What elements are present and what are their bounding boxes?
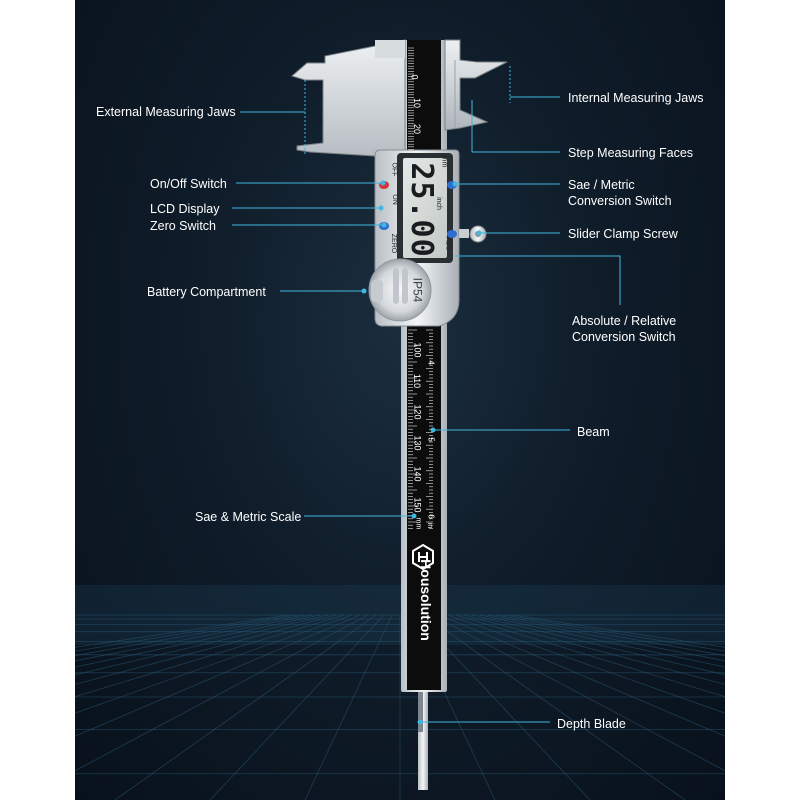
label-clamp-screw: Slider Clamp Screw [568, 227, 678, 241]
perspective-grid [75, 585, 725, 800]
label-battery: Battery Compartment [147, 285, 266, 299]
depth-blade [418, 690, 428, 790]
scale-ticks [408, 47, 433, 529]
label-abs-rel-line2: Conversion Switch [572, 330, 676, 344]
slider-body [368, 149, 487, 327]
label-sae-metric-line2: Conversion Switch [568, 194, 672, 208]
label-lcd-display: LCD Display [150, 202, 220, 216]
label-zero-switch: Zero Switch [150, 219, 216, 233]
label-scale: Sae & Metric Scale [195, 510, 302, 524]
label-internal-jaws: Internal Measuring Jaws [568, 91, 704, 105]
label-external-jaws: External Measuring Jaws [96, 105, 236, 119]
label-abs-rel-switch: Absolute / Relative Conversion Switch [572, 313, 676, 345]
abs-button [447, 230, 457, 238]
label-sae-metric-switch: Sae / Metric Conversion Switch [568, 177, 672, 209]
label-depth-blade: Depth Blade [557, 717, 626, 731]
sliding-jaw-internal [444, 39, 508, 131]
diagram-stage: 25.00 mm inch OFF ON ZERO ABS IP54 Houso… [75, 0, 725, 800]
battery-compartment [368, 258, 432, 322]
label-sae-metric-line1: Sae / Metric [568, 178, 635, 192]
label-on-off: On/Off Switch [150, 177, 227, 191]
label-beam: Beam [577, 425, 610, 439]
label-abs-rel-line1: Absolute / Relative [572, 314, 677, 328]
caliper-illustration [290, 39, 508, 790]
label-step-faces: Step Measuring Faces [568, 146, 694, 160]
